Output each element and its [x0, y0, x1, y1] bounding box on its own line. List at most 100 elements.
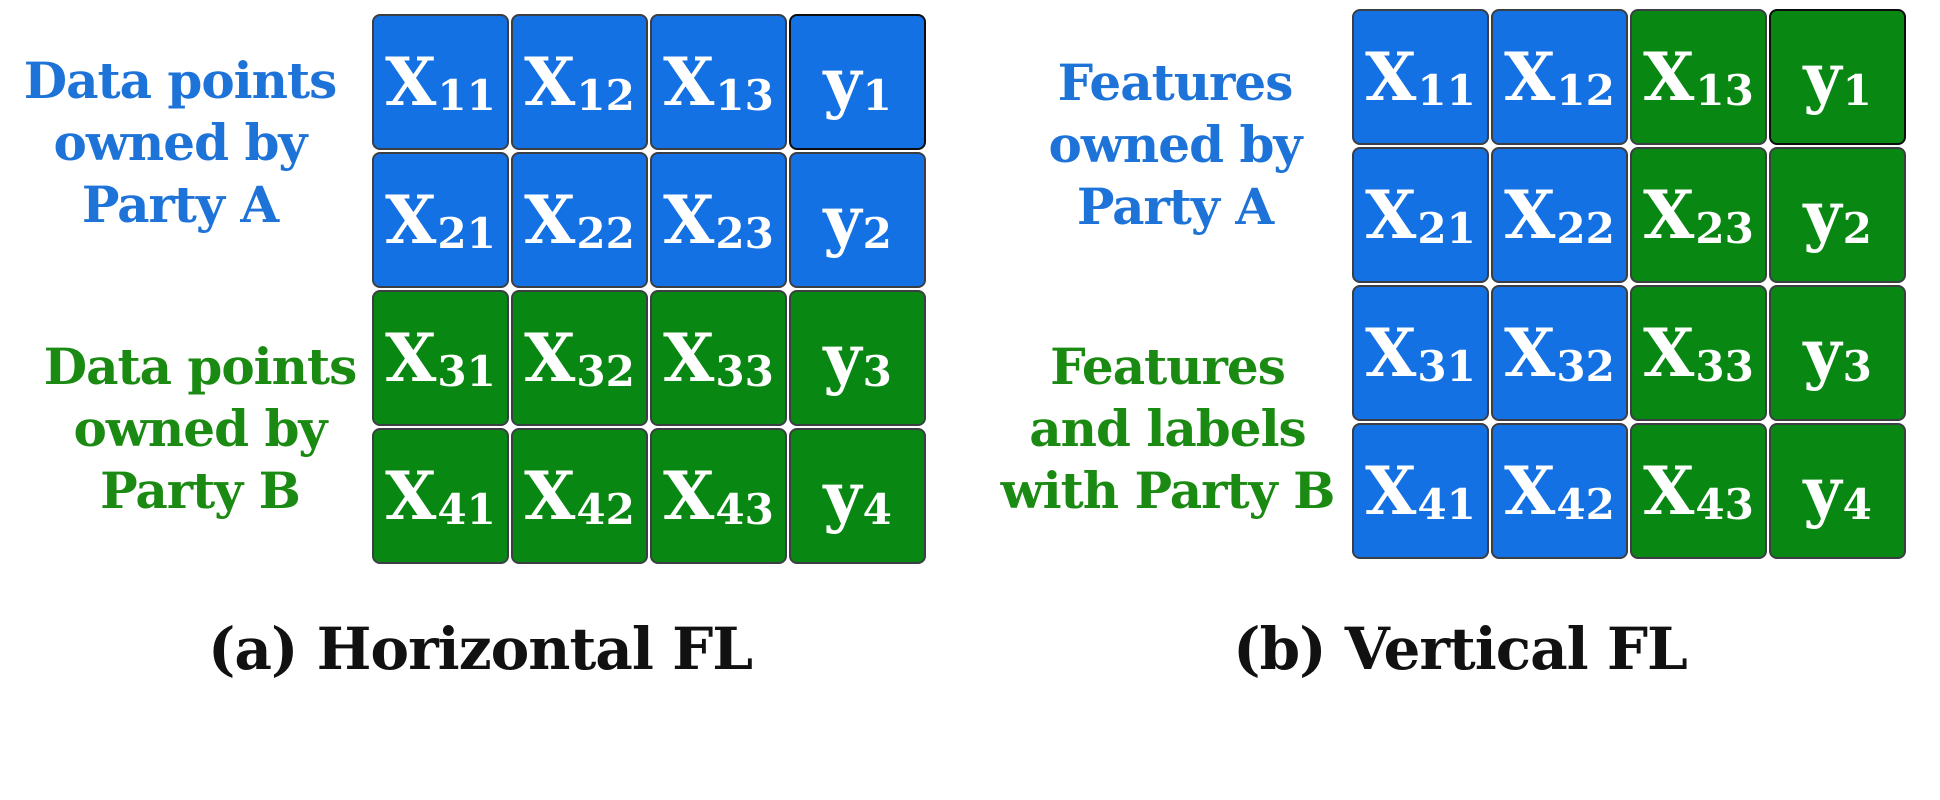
- cell-subscript: 11: [437, 71, 496, 120]
- cell-symbol: y: [1803, 314, 1841, 392]
- cell-subscript: 1: [1842, 66, 1872, 115]
- cell-subscript: 3: [862, 347, 892, 396]
- cell-symbol: X: [1365, 452, 1416, 530]
- caption-horizontal-fl: (a) Horizontal FL: [207, 615, 753, 683]
- cell-symbol: X: [524, 181, 575, 259]
- cell-symbol: X: [1643, 38, 1694, 116]
- cell-subscript: 2: [1842, 204, 1872, 253]
- cell-subscript: 43: [1695, 480, 1754, 529]
- cell-subscript: 42: [576, 485, 635, 534]
- cell-symbol: X: [385, 319, 436, 397]
- cell-subscript: 2: [862, 209, 892, 258]
- cell-symbol: X: [1504, 38, 1555, 116]
- cell-subscript: 33: [715, 347, 774, 396]
- cell-subscript: 21: [1417, 204, 1476, 253]
- cell-symbol: X: [524, 319, 575, 397]
- cell-subscript: 22: [576, 209, 635, 258]
- cell-symbol: X: [524, 43, 575, 121]
- label-line: with Party B: [1000, 461, 1336, 520]
- label-line: Data points: [23, 51, 338, 110]
- cell-symbol: y: [1803, 452, 1841, 530]
- cell-symbol: X: [1504, 176, 1555, 254]
- label-line: and labels: [1029, 399, 1306, 458]
- cell-subscript: 42: [1556, 480, 1615, 529]
- cell-subscript: 4: [862, 485, 892, 534]
- caption-vertical-fl: (b) Vertical FL: [1233, 615, 1688, 683]
- cell-subscript: 1: [862, 71, 892, 120]
- label-line: Party A: [81, 175, 279, 234]
- label-line: owned by: [53, 113, 308, 172]
- cell-subscript: 13: [1695, 66, 1754, 115]
- label-line: Party B: [100, 461, 301, 520]
- label-line: Features: [1057, 53, 1294, 112]
- cell-symbol: X: [385, 43, 436, 121]
- cell-subscript: 31: [1417, 342, 1476, 391]
- cell-symbol: y: [823, 43, 861, 121]
- cell-symbol: y: [1803, 176, 1841, 254]
- cell-symbol: X: [1643, 314, 1694, 392]
- cell-symbol: X: [1643, 176, 1694, 254]
- cell-subscript: 23: [715, 209, 774, 258]
- cell-symbol: X: [1365, 176, 1416, 254]
- cell-subscript: 12: [1556, 66, 1615, 115]
- cell-subscript: 32: [576, 347, 635, 396]
- cell-subscript: 23: [1695, 204, 1754, 253]
- label-line: owned by: [1048, 115, 1303, 174]
- cell-subscript: 13: [715, 71, 774, 120]
- cell-subscript: 33: [1695, 342, 1754, 391]
- cell-subscript: 4: [1842, 480, 1872, 529]
- cell-symbol: X: [385, 457, 436, 535]
- cell-symbol: X: [1504, 314, 1555, 392]
- cell-symbol: X: [663, 457, 714, 535]
- cell-symbol: y: [823, 457, 861, 535]
- cell-symbol: y: [823, 181, 861, 259]
- cell-subscript: 41: [437, 485, 496, 534]
- cell-subscript: 22: [1556, 204, 1615, 253]
- cell-symbol: X: [1643, 452, 1694, 530]
- cell-subscript: 43: [715, 485, 774, 534]
- cell-symbol: X: [663, 319, 714, 397]
- cell-symbol: X: [663, 43, 714, 121]
- cell-symbol: y: [823, 319, 861, 397]
- cell-symbol: y: [1803, 38, 1841, 116]
- cell-subscript: 11: [1417, 66, 1476, 115]
- label-line: Party A: [1076, 177, 1274, 236]
- label-line: owned by: [73, 399, 328, 458]
- cell-symbol: X: [524, 457, 575, 535]
- cell-symbol: X: [1365, 314, 1416, 392]
